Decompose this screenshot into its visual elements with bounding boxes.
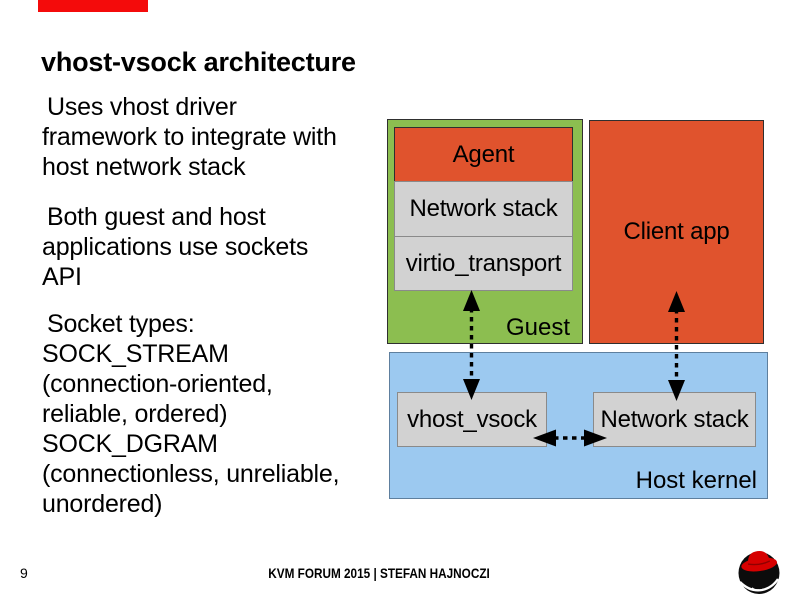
bullet-text-socket-types: Socket types: SOCK_STREAM (connection-or…: [42, 310, 340, 518]
virtio-transport-box: virtio_transport: [394, 236, 573, 291]
bullet-text-vhost-driver: Uses vhost driver framework to integrate…: [42, 93, 337, 181]
host-network-stack-label: Network stack: [600, 405, 749, 433]
guest-network-stack-label: Network stack: [409, 195, 558, 222]
host-kernel-label: Host kernel: [635, 467, 757, 494]
guest-label: Guest: [505, 314, 570, 341]
agent-label: Agent: [452, 140, 515, 168]
client-app-label: Client app: [623, 218, 730, 245]
footer-text: KVM FORUM 2015 | STEFAN HAJNOCZI: [268, 565, 490, 581]
page-title: vhost-vsock architecture: [41, 47, 356, 77]
client-app-box: Client app: [589, 120, 764, 344]
agent-box: Agent: [394, 127, 573, 182]
bullet-text-sockets-api: Both guest and host applications use soc…: [42, 203, 309, 291]
virtio-transport-label: virtio_transport: [405, 249, 562, 277]
vhost-vsock-box: vhost_vsock: [397, 392, 547, 447]
page-number: 9: [20, 565, 28, 581]
redhat-logo-icon: [738, 550, 780, 594]
host-network-stack-box: Network stack: [593, 392, 756, 447]
top-left-accent-bar: [38, 0, 148, 12]
vhost-vsock-label: vhost_vsock: [407, 405, 537, 433]
guest-network-stack-box: Network stack: [394, 181, 573, 237]
